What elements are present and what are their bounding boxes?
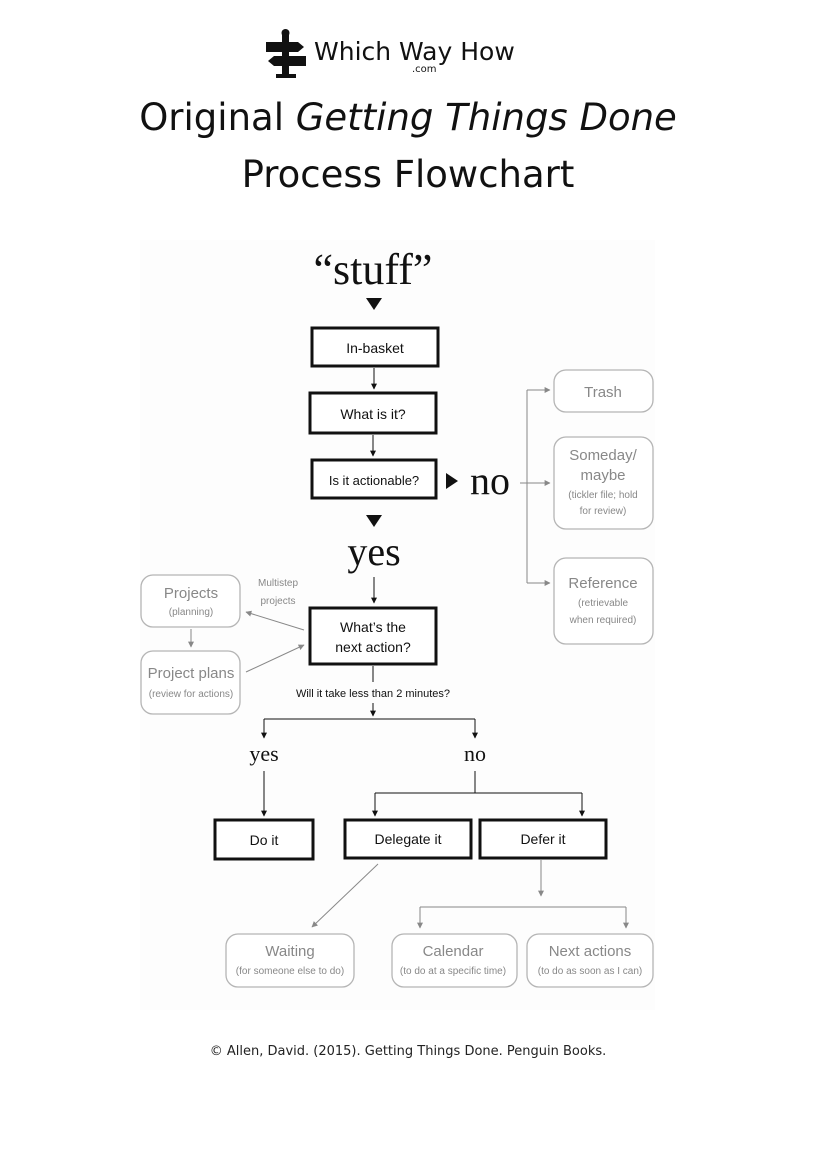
defer-it-box	[478, 818, 608, 860]
project-plans-sub: (review for actions)	[149, 689, 233, 700]
next-action-label-1: What’s the	[340, 619, 406, 635]
next-actions-title: Next actions	[549, 943, 632, 960]
in-basket-label: In-basket	[346, 340, 404, 356]
delegate-it-label: Delegate it	[375, 831, 442, 847]
calendar-sub: (to do at a specific time)	[400, 966, 506, 977]
two-minute-question: Will it take less than 2 minutes?	[296, 688, 450, 700]
someday-sub-2: for review)	[580, 506, 627, 517]
calendar-box	[391, 933, 518, 988]
project-plans-title: Project plans	[148, 665, 235, 682]
in-basket-box	[310, 326, 440, 368]
reference-sub-1: (retrievable	[578, 598, 628, 609]
do-it-box	[213, 818, 315, 861]
waiting-sub: (for someone else to do)	[236, 966, 344, 977]
connector-plans-nextaction	[245, 644, 305, 673]
reference-title: Reference	[568, 575, 637, 592]
trash-box	[553, 369, 654, 413]
someday-title-1: Someday/	[569, 447, 637, 464]
no-chevron	[446, 473, 458, 489]
defer-it-label: Defer it	[520, 831, 565, 847]
signpost-icon	[266, 29, 306, 78]
title-prefix: Original	[139, 96, 296, 139]
trash-label: Trash	[584, 384, 622, 401]
no-big-label: no	[470, 458, 510, 503]
what-is-it-label: What is it?	[340, 406, 406, 422]
yes-small-label: yes	[249, 741, 278, 766]
yes-chevron	[366, 515, 382, 527]
waiting-box	[225, 933, 355, 988]
citation: © Allen, David. (2015). Getting Things D…	[209, 1044, 607, 1059]
next-actions-box	[526, 933, 654, 988]
next-actions-sub: (to do as soon as I can)	[538, 966, 643, 977]
reference-sub-2: when required)	[569, 615, 637, 626]
projects-sub: (planning)	[169, 607, 213, 618]
someday-title-2: maybe	[580, 467, 625, 484]
flowchart-canvas: “stuff” In-basket What is it? Is it acti…	[140, 245, 654, 988]
brand-domain: .com	[412, 64, 437, 75]
what-is-it-box	[308, 391, 438, 435]
stuff-chevron	[366, 298, 382, 310]
connector-delegate-waiting	[311, 863, 379, 928]
gtd-flowchart: “stuff” In-basket What is it? Is it acti…	[140, 240, 655, 1010]
no-small-label: no	[464, 741, 486, 766]
someday-box	[553, 436, 654, 530]
someday-sub-1: (tickler file; hold	[568, 490, 637, 501]
calendar-title: Calendar	[423, 943, 484, 960]
stuff-label: “stuff”	[314, 245, 433, 294]
reference-box	[553, 557, 654, 645]
multistep-label-1: Multistep	[258, 578, 298, 589]
delegate-it-box	[343, 818, 473, 860]
projects-title: Projects	[164, 585, 218, 602]
project-plans-box	[140, 650, 241, 715]
multistep-label-2: projects	[260, 596, 295, 607]
next-action-box	[308, 606, 438, 666]
next-action-label-2: next action?	[335, 639, 411, 655]
page-title-line-2: Process Flowchart	[241, 153, 575, 196]
is-actionable-box	[310, 458, 438, 500]
is-actionable-label: Is it actionable?	[329, 473, 419, 488]
do-it-label: Do it	[250, 832, 279, 848]
projects-box	[140, 574, 241, 628]
title-italic: Getting Things Done	[295, 96, 677, 139]
brand-logo: Which Way How .com	[262, 28, 562, 80]
waiting-title: Waiting	[265, 943, 314, 960]
yes-big-label: yes	[347, 529, 400, 574]
brand-name: Which Way How	[314, 37, 515, 66]
connector-nextaction-projects	[245, 610, 305, 631]
page-title-line-1: Original Getting Things Done	[0, 93, 816, 143]
